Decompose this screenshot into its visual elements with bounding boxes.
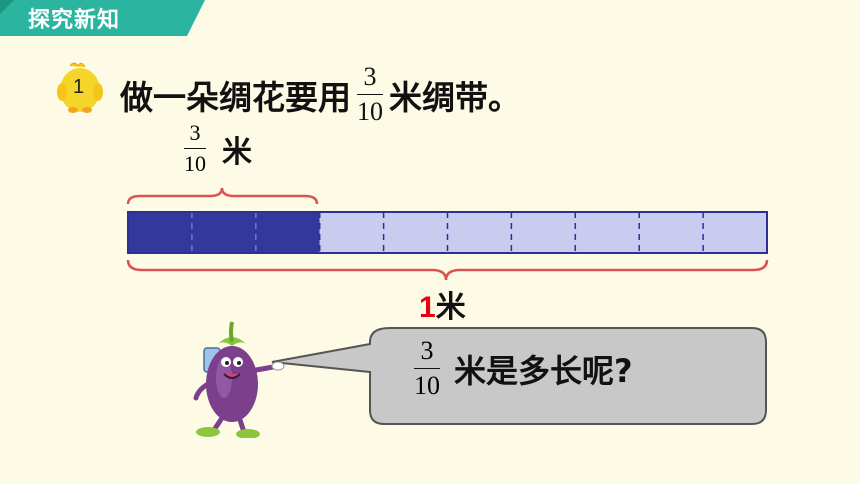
problem-fraction: 3 10 xyxy=(357,64,383,125)
whole-number: 1 xyxy=(419,291,436,324)
problem-number: 1 xyxy=(73,76,85,98)
ribbon-unshaded-part xyxy=(319,212,767,253)
speech-fraction: 3 10 xyxy=(414,338,440,399)
speech-question-text: 米是多长呢? xyxy=(454,351,633,390)
ribbon-bar xyxy=(127,211,768,254)
part-length-label: 3 10 米 xyxy=(178,122,252,175)
speech-numerator: 3 xyxy=(420,336,434,365)
part-fraction: 3 10 xyxy=(184,122,206,175)
fraction-numerator: 3 xyxy=(363,62,377,91)
part-denominator: 10 xyxy=(184,151,206,176)
eggplant-character xyxy=(193,321,285,438)
speech-question: 3 10 米是多长呢? xyxy=(408,338,633,399)
whole-length-label: 1米 xyxy=(419,282,466,326)
fraction-bar xyxy=(357,94,383,95)
part-unit: 米 xyxy=(222,134,252,170)
section-title: 探究新知 xyxy=(28,8,121,33)
speech-denominator: 10 xyxy=(414,371,440,400)
part-brace xyxy=(126,187,319,205)
section-banner xyxy=(0,0,205,36)
whole-brace xyxy=(126,259,769,281)
part-fraction-bar xyxy=(184,148,206,149)
problem-text-before: 做一朵绸花要用 xyxy=(120,77,351,117)
chick-number-badge xyxy=(57,62,103,113)
problem-statement: 做一朵绸花要用 3 10 米绸带。 xyxy=(120,64,521,125)
part-numerator: 3 xyxy=(189,120,201,145)
fraction-denominator: 10 xyxy=(357,97,383,126)
problem-text-after: 米绸带。 xyxy=(389,77,521,117)
ribbon-outline xyxy=(127,211,768,254)
speech-fraction-bar xyxy=(414,368,440,369)
ribbon-shaded-part xyxy=(128,212,320,253)
whole-unit: 米 xyxy=(435,290,466,325)
